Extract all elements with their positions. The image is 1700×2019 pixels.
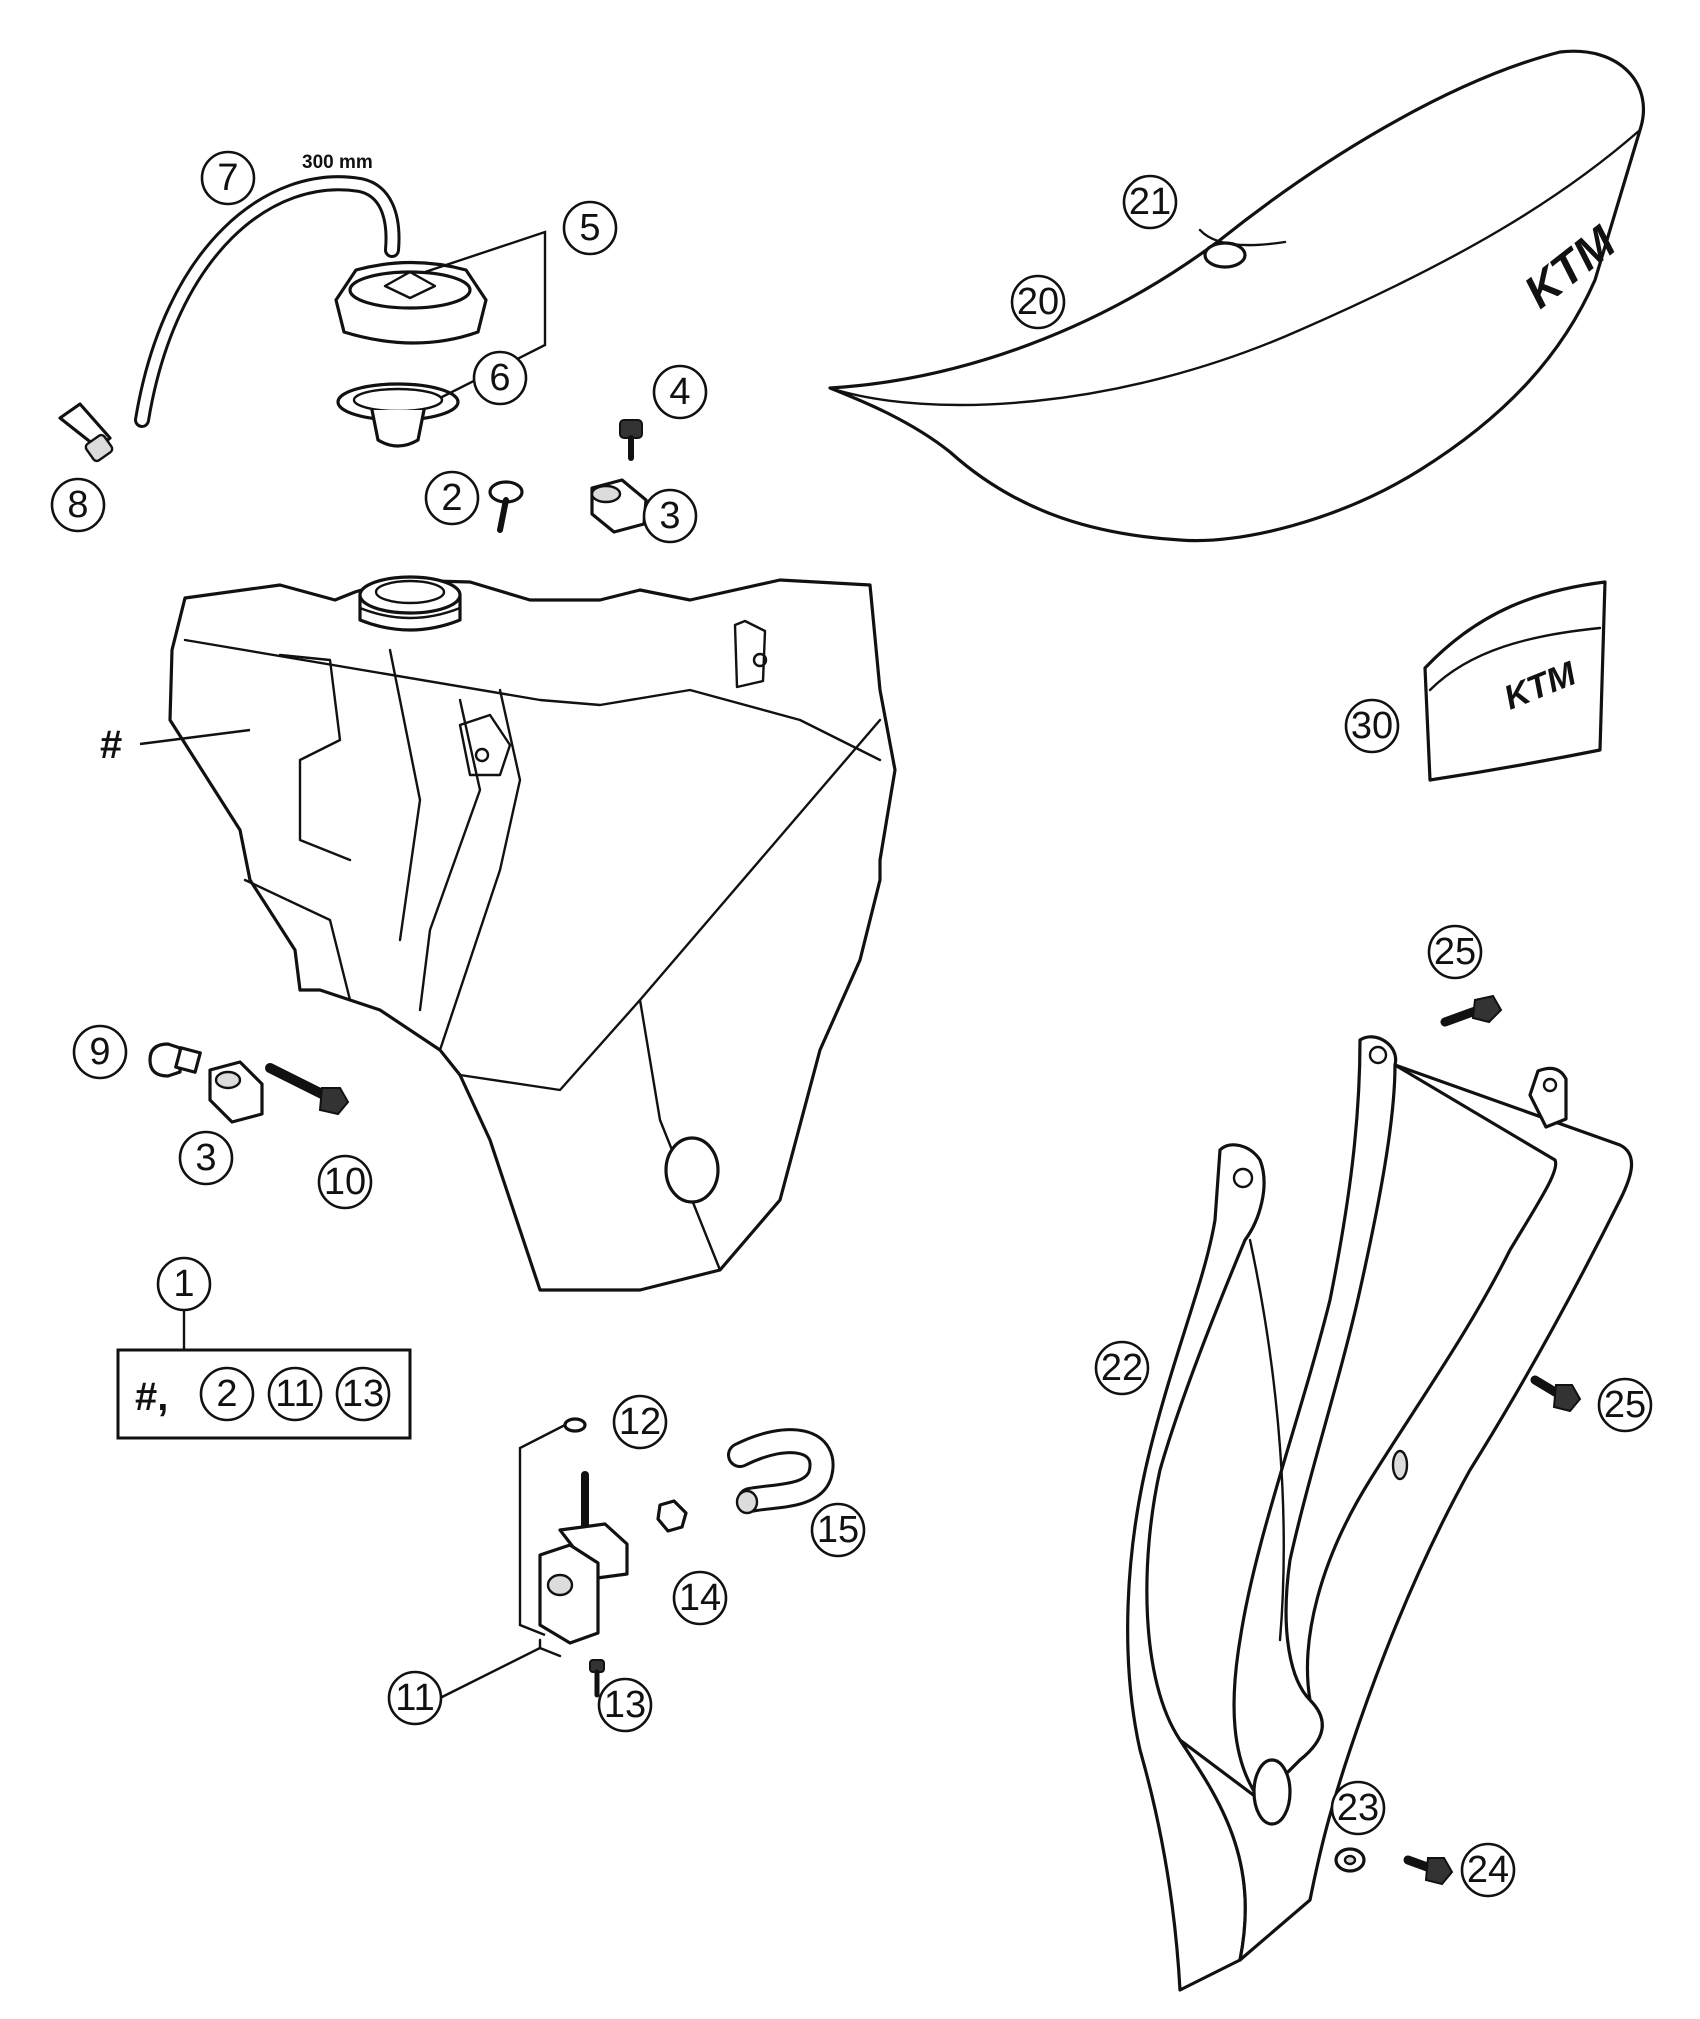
mounting-bolt bbox=[148, 1042, 202, 1078]
svg-text:25: 25 bbox=[1604, 1384, 1646, 1426]
callout-4: 4 bbox=[652, 364, 708, 420]
fuel-cap bbox=[334, 260, 488, 345]
tap-screw bbox=[589, 1659, 605, 1698]
screw-top bbox=[1440, 994, 1503, 1027]
callout-12: 12 bbox=[612, 1394, 668, 1450]
rubber-bushing-top bbox=[590, 478, 648, 534]
svg-text:8: 8 bbox=[67, 484, 88, 526]
callout-3-top: 3 bbox=[642, 488, 698, 544]
svg-text:23: 23 bbox=[1337, 1787, 1379, 1829]
screw-side bbox=[1530, 1375, 1582, 1413]
svg-text:7: 7 bbox=[217, 157, 238, 199]
washer bbox=[1334, 1847, 1366, 1873]
callout-1: 1 bbox=[156, 1256, 212, 1312]
cap-seal bbox=[336, 382, 460, 448]
callout-5: 5 bbox=[562, 200, 618, 256]
svg-text:3: 3 bbox=[659, 495, 680, 537]
svg-text:21: 21 bbox=[1129, 181, 1171, 223]
svg-text:5: 5 bbox=[579, 207, 600, 249]
callout-24: 24 bbox=[1460, 1842, 1516, 1898]
tank-marker-leader bbox=[139, 728, 251, 746]
elbow-fitting bbox=[58, 402, 114, 463]
callout-8: 8 bbox=[50, 477, 106, 533]
callout-20: 20 bbox=[1010, 274, 1066, 330]
svg-text:11: 11 bbox=[395, 1677, 434, 1719]
fuel-tank bbox=[168, 575, 897, 1292]
callout-9: 9 bbox=[72, 1024, 128, 1080]
callout-25-side: 25 bbox=[1597, 1377, 1653, 1433]
hose-length-note: 300 mm bbox=[302, 152, 373, 173]
svg-text:11: 11 bbox=[275, 1373, 314, 1415]
callout-30: 30 bbox=[1344, 698, 1400, 754]
kit-item-13: 13 bbox=[335, 1366, 391, 1422]
svg-text:10: 10 bbox=[324, 1161, 366, 1203]
svg-text:6: 6 bbox=[489, 357, 510, 399]
tank-marker: # bbox=[100, 723, 122, 767]
side-panel bbox=[1126, 1035, 1634, 1992]
fuel-hose bbox=[134, 175, 401, 428]
callout-6: 6 bbox=[472, 350, 528, 406]
svg-text:1: 1 bbox=[173, 1263, 194, 1305]
callout-7: 7 bbox=[200, 150, 256, 206]
screw-bottom bbox=[1403, 1855, 1454, 1886]
svg-text:13: 13 bbox=[604, 1684, 646, 1726]
o-ring bbox=[563, 1417, 587, 1433]
svg-text:22: 22 bbox=[1101, 1347, 1143, 1389]
callout-15: 15 bbox=[810, 1502, 866, 1558]
callout-21: 21 bbox=[1122, 174, 1178, 230]
callout-2: 2 bbox=[424, 470, 480, 526]
callout-23: 23 bbox=[1330, 1780, 1386, 1836]
callout-22: 22 bbox=[1094, 1340, 1150, 1396]
svg-text:20: 20 bbox=[1017, 281, 1059, 323]
svg-text:13: 13 bbox=[342, 1373, 384, 1415]
svg-text:9: 9 bbox=[89, 1031, 110, 1073]
svg-text:15: 15 bbox=[817, 1509, 859, 1551]
kit-prefix: #, bbox=[135, 1375, 168, 1419]
kit-item-11: 11 bbox=[267, 1366, 323, 1422]
decal-sticker: KTM bbox=[1423, 580, 1607, 782]
callout-10: 10 bbox=[317, 1154, 373, 1210]
svg-text:3: 3 bbox=[195, 1137, 216, 1179]
callout-3-lower: 3 bbox=[178, 1130, 234, 1186]
long-bolt bbox=[265, 1063, 350, 1116]
svg-text:4: 4 bbox=[669, 371, 690, 413]
svg-text:12: 12 bbox=[619, 1401, 661, 1443]
callout-11: 11 bbox=[387, 1670, 443, 1726]
callout-25-top: 25 bbox=[1427, 924, 1483, 980]
bent-hose bbox=[727, 1428, 835, 1515]
fuel-tap-leader bbox=[439, 1646, 541, 1700]
svg-text:2: 2 bbox=[441, 477, 462, 519]
svg-text:14: 14 bbox=[679, 1577, 721, 1619]
hose-clip bbox=[656, 1499, 688, 1533]
small-screw bbox=[619, 419, 643, 461]
seat: KTM bbox=[828, 49, 1646, 543]
svg-text:2: 2 bbox=[216, 1373, 237, 1415]
o-ring-leader bbox=[518, 1423, 566, 1637]
callout-14: 14 bbox=[672, 1570, 728, 1626]
svg-text:25: 25 bbox=[1434, 931, 1476, 973]
fastener-screw bbox=[488, 480, 524, 533]
callout-13: 13 bbox=[597, 1677, 653, 1733]
fuel-tap bbox=[538, 1471, 629, 1658]
svg-text:30: 30 bbox=[1351, 705, 1393, 747]
kit-item-2: 2 bbox=[199, 1366, 255, 1422]
rubber-bushing-lower bbox=[208, 1060, 264, 1124]
svg-text:24: 24 bbox=[1467, 1849, 1509, 1891]
